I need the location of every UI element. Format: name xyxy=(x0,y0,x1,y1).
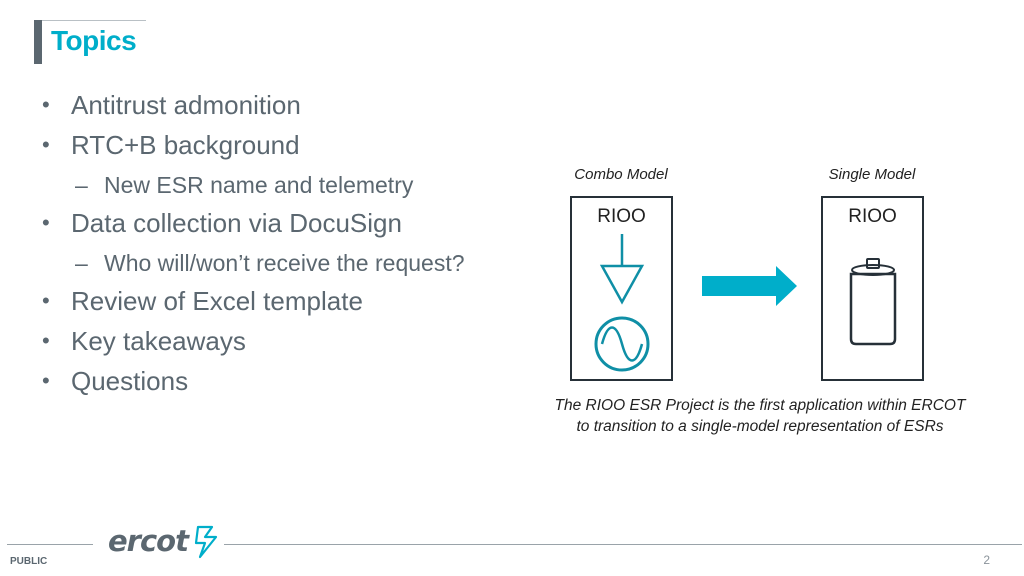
sub-bullet-item: Who will/won’t receive the request? xyxy=(40,244,465,282)
combo-model-label: Combo Model xyxy=(574,166,668,183)
bullet-item: Data collection via DocuSign xyxy=(40,204,465,244)
single-box-title: RIOO xyxy=(848,206,897,227)
caption-line: to transition to a single-model represen… xyxy=(576,418,944,435)
caption-line: The RIOO ESR Project is the first applic… xyxy=(554,397,966,414)
bullet-item: Antitrust admonition xyxy=(40,86,465,126)
footer-divider-left xyxy=(7,544,93,545)
bullet-item: Questions xyxy=(40,362,465,402)
combo-box-title: RIOO xyxy=(597,206,646,227)
ercot-logo: ercot xyxy=(108,524,220,560)
bullet-item: RTC+B background xyxy=(40,126,465,166)
title-rule xyxy=(42,20,146,21)
topics-list: Antitrust admonition RTC+B background Ne… xyxy=(40,86,465,402)
single-model-box: RIOO xyxy=(821,196,924,381)
classification-label: PUBLIC xyxy=(10,556,48,567)
battery-icon xyxy=(849,258,897,346)
footer-divider-right xyxy=(224,544,1022,545)
right-arrow-icon xyxy=(702,266,797,306)
diagram-caption: The RIOO ESR Project is the first applic… xyxy=(520,395,1000,437)
single-model-label: Single Model xyxy=(828,166,916,183)
bullet-item: Review of Excel template xyxy=(40,282,465,322)
slide-title: Topics xyxy=(51,25,137,56)
title-accent-bar xyxy=(34,20,42,64)
generator-sine-icon xyxy=(594,316,650,372)
combo-model-box: RIOO xyxy=(570,196,673,381)
bullet-item: Key takeaways xyxy=(40,322,465,362)
load-down-arrow-icon xyxy=(599,234,645,305)
sub-bullet-item: New ESR name and telemetry xyxy=(40,166,465,204)
ercot-logo-mark-icon xyxy=(195,525,218,559)
logo-text: ercot xyxy=(108,524,189,558)
page-number: 2 xyxy=(983,553,990,567)
